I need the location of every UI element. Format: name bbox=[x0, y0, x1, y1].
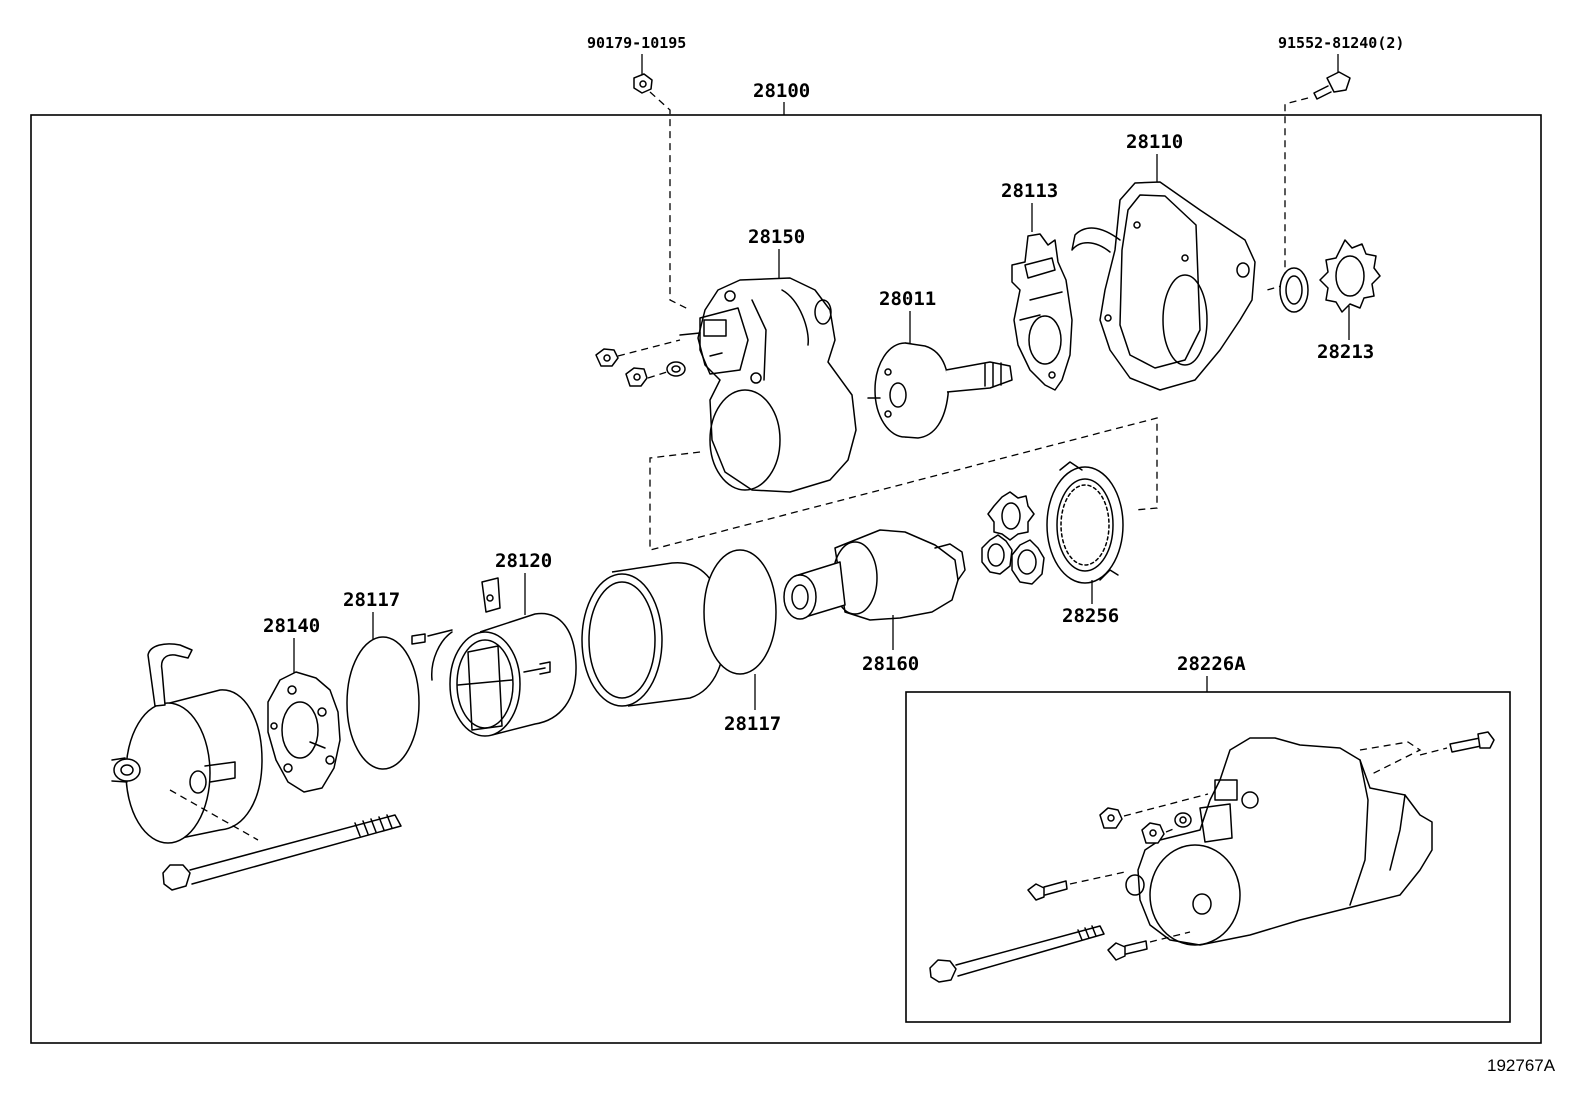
kit-nut-1-part[interactable] bbox=[1099, 807, 1123, 829]
label-oring-left[interactable]: 28117 bbox=[343, 589, 400, 611]
label-armature[interactable]: 28160 bbox=[862, 653, 919, 675]
label-end-frame[interactable]: 28140 bbox=[263, 615, 320, 637]
armature-part[interactable] bbox=[783, 529, 966, 621]
end-frame-part[interactable] bbox=[267, 671, 341, 793]
through-bolt-part[interactable] bbox=[162, 814, 402, 891]
label-brush-holder[interactable]: 28120 bbox=[495, 550, 552, 572]
kit-bolt-left-1-part[interactable] bbox=[1027, 880, 1068, 901]
kit-nut-2-part[interactable] bbox=[1141, 822, 1165, 844]
kit-starter-assembly[interactable] bbox=[1125, 737, 1433, 946]
dash-rear-cover bbox=[169, 789, 259, 841]
label-bolt-top[interactable]: 91552-81240(2) bbox=[1278, 34, 1404, 52]
switch-part[interactable] bbox=[697, 277, 857, 493]
brush-holder-part[interactable] bbox=[411, 577, 577, 737]
dash-bolt-to-housing bbox=[1266, 97, 1309, 291]
dash-washer-to-switch bbox=[647, 371, 668, 379]
dash-nuts-to-switch bbox=[617, 339, 681, 357]
label-pinion[interactable]: 28213 bbox=[1317, 341, 1374, 363]
dash-kit-nut-2 bbox=[1165, 827, 1177, 833]
pinion-gear-part[interactable] bbox=[1319, 239, 1381, 313]
dash-kit-bolt-left-1 bbox=[1069, 871, 1126, 885]
dash-kit-nut-1 bbox=[1123, 793, 1209, 817]
figure-ref: 192767A bbox=[1487, 1056, 1556, 1075]
label-gear-ring[interactable]: 28256 bbox=[1062, 605, 1119, 627]
top-nut-part[interactable] bbox=[633, 73, 653, 94]
switch-studs-part[interactable] bbox=[595, 332, 723, 387]
kit-frame bbox=[905, 691, 1511, 1023]
kit-bolt-top-part[interactable] bbox=[1449, 731, 1495, 753]
label-clutch[interactable]: 28011 bbox=[879, 288, 936, 310]
pinion-washer-part[interactable] bbox=[1279, 267, 1309, 313]
gear-ring-part[interactable] bbox=[1046, 461, 1124, 584]
dash-kit-bolt-top bbox=[1419, 747, 1448, 756]
label-housing[interactable]: 28110 bbox=[1126, 131, 1183, 153]
kit-through-bolt-part[interactable] bbox=[929, 925, 1105, 983]
kit-bolt-left-2-part[interactable] bbox=[1107, 940, 1148, 961]
clutch-part[interactable] bbox=[867, 342, 1013, 439]
starter-assembly-frame bbox=[30, 114, 1542, 1044]
label-brush-lever[interactable]: 28113 bbox=[1001, 180, 1058, 202]
yoke-part[interactable] bbox=[581, 562, 726, 707]
label-oring-right[interactable]: 28117 bbox=[724, 713, 781, 735]
label-nut-top[interactable]: 90179-10195 bbox=[587, 34, 686, 52]
brush-lever-part[interactable] bbox=[1011, 233, 1073, 391]
label-starter-assy[interactable]: 28100 bbox=[753, 80, 810, 102]
top-bolt-part[interactable] bbox=[1313, 71, 1351, 100]
oring-right-part[interactable] bbox=[703, 549, 777, 675]
dash-clutch-bay bbox=[649, 417, 1158, 551]
label-kit[interactable]: 28226A bbox=[1177, 653, 1246, 675]
kit-washer-part[interactable] bbox=[1174, 812, 1192, 828]
oring-left-part[interactable] bbox=[346, 636, 420, 770]
rear-cover-part[interactable] bbox=[111, 643, 263, 844]
dash-kit-top bbox=[1359, 741, 1422, 775]
housing-part[interactable] bbox=[1071, 181, 1256, 391]
dash-kit-bolt-left-2 bbox=[1149, 931, 1191, 943]
label-switch[interactable]: 28150 bbox=[748, 226, 805, 248]
dash-nut-to-switch bbox=[649, 91, 691, 311]
planetary-gears-part[interactable] bbox=[981, 491, 1045, 585]
